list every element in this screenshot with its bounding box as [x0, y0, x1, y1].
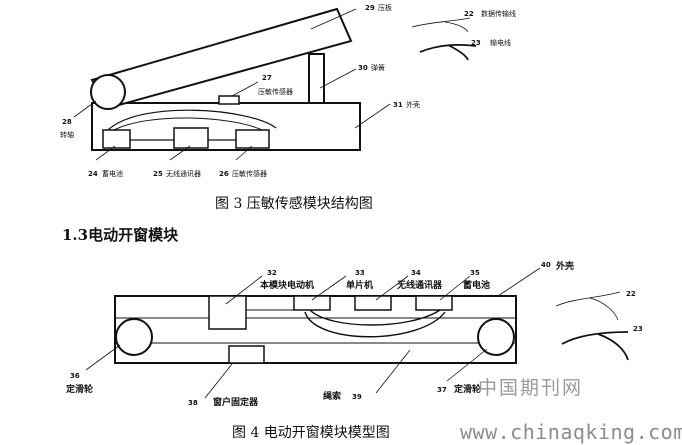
fig4-label-37-text: 定滑轮 [453, 383, 481, 395]
leader-39 [375, 349, 411, 394]
fig4-battery [415, 295, 453, 311]
fig4-label-38-num: 38 [188, 399, 198, 407]
fig3-wireless-comm [173, 127, 209, 149]
leader-34 [375, 275, 409, 301]
fig4-legend-curves [555, 291, 629, 361]
fig3-power-line-curve-b [447, 44, 469, 61]
figure4-labels: 32 本模块电动机 33 单片机 34 无线通讯器 35 蓄电池 40 外壳 2… [65, 260, 643, 408]
fig3-battery [102, 129, 131, 149]
label-24-num: 24 [88, 170, 98, 178]
fig3-arc-wire [107, 109, 277, 131]
fig4-pulley-left [115, 318, 153, 356]
fig3-legend-curves [411, 17, 477, 61]
fig4-label-35-num: 35 [470, 269, 480, 277]
figure4-leaders [85, 267, 541, 399]
fig4-label-36-num: 36 [70, 372, 80, 380]
figure3-drawing [90, 7, 361, 151]
fig4-label-38-text: 窗户固定器 [213, 396, 259, 408]
label-28-text: 转轴 [60, 130, 74, 139]
fig4-label-40-num: 40 [541, 261, 551, 269]
fig4-data-line-curve-b [589, 297, 619, 321]
leader-35 [439, 275, 471, 301]
fig4-data-line-curve [555, 291, 621, 307]
label-25-text: 无线通讯器 [166, 169, 201, 178]
label-24-text: 蓄电池 [102, 169, 123, 178]
leader-30 [319, 68, 357, 89]
leader-37 [446, 348, 488, 382]
fig4-label-37-num: 37 [437, 386, 447, 394]
figure4-drawing [114, 295, 517, 364]
leader-26 [235, 145, 253, 161]
figure3-labels: 29 压板 22 数据传输线 23 输电线 30 弹簧 27 压敏传感器 31 … [60, 3, 516, 178]
watermark-url: www.chinaqking.com [460, 420, 682, 444]
fig3-pressure-sensor-top [218, 95, 240, 105]
fig4-mcu [293, 295, 331, 311]
label-26-text: 压敏传感器 [232, 169, 267, 178]
fig3-pressure-sensor [235, 129, 270, 149]
figure3-caption: 图 3 压敏传感模块结构图 [215, 196, 373, 212]
fig4-label-33-num: 33 [355, 269, 365, 277]
fig3-housing [91, 102, 361, 151]
fig3-spring [308, 53, 325, 104]
leader-25 [169, 145, 191, 161]
fig4-wire-loop-2 [304, 311, 446, 338]
leader-29 [310, 8, 357, 30]
label-22-text: 数据传输线 [481, 9, 516, 18]
label-31-num: 31 [393, 101, 403, 109]
label-23-text: 输电线 [490, 38, 511, 47]
label-29-text: 压板 [378, 3, 392, 12]
leader-31 [354, 103, 391, 129]
fig4-label-40-text: 外壳 [555, 260, 574, 272]
fig4-label-23-num: 23 [633, 325, 643, 333]
figure4-caption: 图 4 电动开窗模块模型图 [232, 425, 390, 441]
leader-28 [73, 100, 97, 118]
fig3-pivot-shaft [90, 74, 126, 110]
label-26-num: 26 [219, 170, 229, 178]
fig4-wireless-comm [354, 295, 392, 311]
fig3-arc-wire-2 [113, 117, 263, 131]
leader-24 [95, 145, 116, 161]
fig4-label-34-text: 无线通讯器 [396, 279, 443, 291]
fig4-power-line-curve [561, 331, 629, 345]
fig4-label-35-text: 蓄电池 [463, 279, 490, 291]
leader-33 [311, 275, 347, 301]
fig3-data-line-curve [411, 17, 471, 28]
label-30-num: 30 [358, 64, 368, 72]
label-31-text: 外壳 [406, 100, 420, 109]
fig4-power-line-curve-b [597, 333, 629, 361]
fig4-motor [208, 295, 247, 330]
watermark-cn: 中国期刊网 [478, 377, 584, 399]
label-25-num: 25 [153, 170, 163, 178]
fig4-label-39-text: 绳索 [323, 390, 341, 402]
fig4-label-22-num: 22 [626, 290, 636, 298]
fig3-data-line-curve-b [444, 21, 469, 33]
label-28-num: 28 [62, 118, 72, 126]
fig4-label-39-num: 39 [352, 393, 362, 401]
fig4-wire-loop [309, 309, 441, 326]
label-23-num: 23 [471, 39, 481, 47]
label-22-num: 22 [464, 10, 474, 18]
leader-40 [497, 267, 541, 297]
leader-27 [231, 81, 259, 97]
fig4-label-32-num: 32 [267, 269, 277, 277]
fig4-label-33-text: 单片机 [346, 279, 373, 291]
label-27-text: 压敏传感器 [258, 87, 293, 96]
fig4-label-34-num: 34 [411, 269, 421, 277]
fig4-pulley-right [477, 318, 515, 356]
leader-32 [225, 275, 263, 305]
label-29-num: 29 [365, 4, 375, 12]
figure3-leaders [73, 8, 391, 161]
label-30-text: 弹簧 [371, 63, 385, 72]
leader-38 [204, 363, 233, 399]
section-heading: 1.3电动开窗模块 [62, 226, 179, 244]
fig4-label-36-text: 定滑轮 [65, 383, 93, 395]
fig4-label-32-text: 本模块电动机 [260, 279, 314, 291]
fig4-window-fixer [228, 345, 265, 364]
leader-36 [85, 344, 121, 371]
label-27-num: 27 [262, 74, 272, 82]
